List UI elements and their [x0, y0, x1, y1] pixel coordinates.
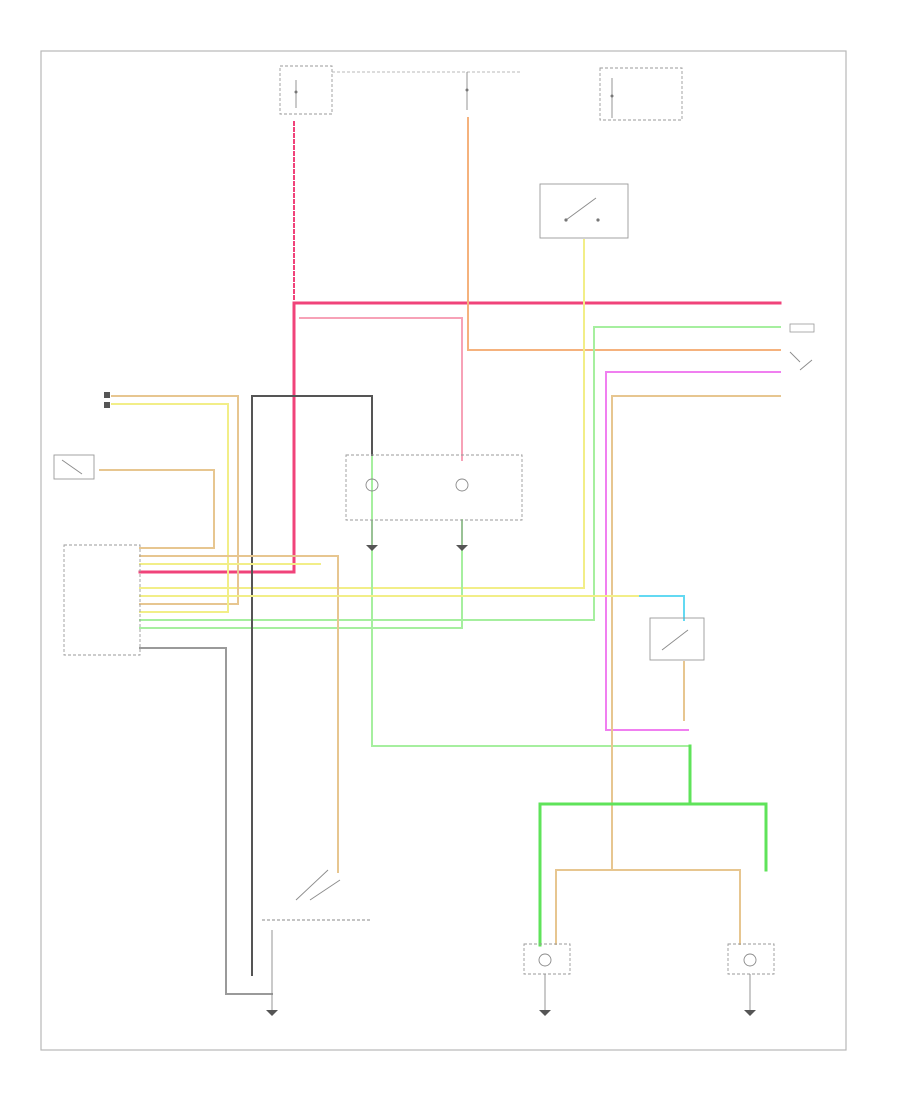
wire-tan-right: [611, 395, 781, 871]
switch-icon: [565, 197, 597, 221]
wire-magenta: [605, 371, 781, 731]
switch-icon: [61, 459, 83, 475]
brake-switch-box: [539, 183, 629, 239]
stop-lamp-switch-box: [649, 617, 705, 661]
fuse-stop-terminal: [610, 94, 614, 98]
brake-switch-contact-b: [596, 218, 600, 222]
fuse-stop-box: [599, 67, 683, 121]
brake-fluid-switch: [53, 454, 95, 480]
switch-icon: [295, 869, 329, 901]
wire-darkgray: [251, 395, 373, 976]
transmission-control-module: [63, 544, 141, 656]
fuse-gauges-terminal: [294, 90, 298, 94]
tcm-box: [63, 544, 141, 656]
diagram-frame: [40, 50, 847, 1051]
fuse-gauges: [279, 65, 333, 115]
wire-green-splice: [538, 802, 768, 872]
ground-icon: [539, 1010, 551, 1016]
ground-center: [539, 1010, 551, 1016]
ground-icon: [744, 1010, 756, 1016]
switch-icon: [799, 359, 813, 371]
bulb-icon: [538, 953, 552, 967]
park-neutral-switch: [262, 869, 372, 1010]
brake-fluid-switch-box: [53, 454, 95, 480]
ground-icon: [456, 545, 468, 551]
bulb-icon: [365, 478, 379, 492]
connector-icon: [104, 392, 110, 398]
wire-lightpink-cluster: [299, 317, 463, 461]
right-rear-lamp: [727, 943, 775, 1010]
right-rear-lamp-box: [727, 943, 775, 975]
wire-green-loop: [371, 439, 691, 747]
wire-gray-ground: [139, 647, 273, 995]
wire-green-cluster: [139, 519, 463, 629]
left-rear-lamp-box: [523, 943, 571, 975]
fuse-stop: [599, 67, 683, 121]
stop-lamp-switch: [649, 617, 705, 661]
switch-icon: [661, 629, 689, 651]
ground-icon: [366, 545, 378, 551]
ground-icon: [266, 1010, 278, 1016]
wire-green-long: [139, 326, 781, 621]
instrument-cluster-box: [345, 454, 523, 521]
instrument-cluster: [345, 454, 523, 545]
wire-tan-brake-fluid: [99, 469, 215, 549]
left-rear-lamp: [523, 943, 571, 1010]
fuse-ign-terminal: [465, 88, 469, 92]
bulb-icon: [743, 953, 757, 967]
switch-icon: [789, 351, 801, 363]
wire-yellow-brake: [139, 239, 585, 589]
connector-icon: [789, 323, 815, 333]
switch-arm: [309, 879, 341, 901]
wire-tan-rear-lamps: [555, 869, 741, 945]
wire-orange: [467, 117, 781, 351]
ground-right: [744, 1010, 756, 1016]
connector-icon: [104, 402, 110, 408]
wire-tan-left-1: [111, 395, 239, 605]
fuse-gauges-box: [279, 65, 333, 115]
brake-switch: [539, 183, 629, 239]
bulb-icon: [455, 478, 469, 492]
wire-tan-pns: [139, 555, 339, 873]
wire-yellow-left-2: [111, 403, 229, 613]
ground-left: [266, 1010, 278, 1016]
wire-cyan: [639, 595, 685, 621]
brake-switch-contact-a: [564, 218, 568, 222]
